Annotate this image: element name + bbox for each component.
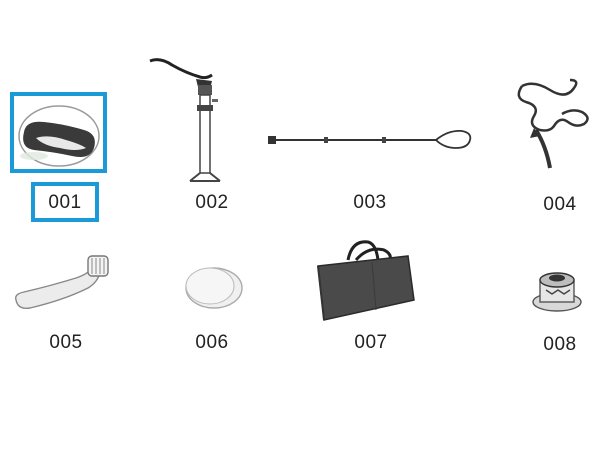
board-bag-icon[interactable]	[14, 98, 104, 170]
valve-icon[interactable]	[530, 264, 584, 314]
selected-label-highlight	[31, 182, 99, 222]
leash-icon[interactable]	[510, 76, 592, 174]
carry-bag-icon[interactable]	[312, 238, 418, 324]
part-code-005: 005	[49, 332, 83, 353]
part-code-003: 003	[353, 192, 387, 213]
selected-item-highlight	[10, 92, 107, 173]
valve-wrench-icon[interactable]	[10, 254, 114, 316]
repair-patch-icon[interactable]	[184, 264, 244, 310]
part-code-008: 008	[543, 334, 577, 355]
part-code-001: 001	[48, 192, 82, 213]
part-code-006: 006	[195, 332, 229, 353]
part-code-002: 002	[195, 192, 229, 213]
paddle-icon[interactable]	[266, 126, 474, 152]
part-code-004: 004	[543, 194, 577, 215]
part-code-007: 007	[354, 332, 388, 353]
hand-pump-icon[interactable]	[146, 55, 228, 183]
